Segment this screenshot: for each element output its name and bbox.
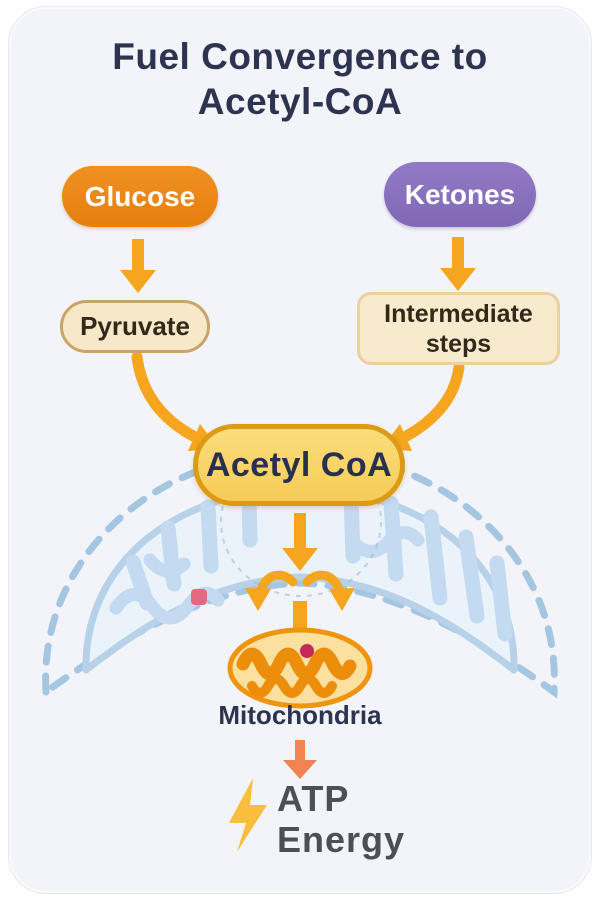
mitochondrion-granule: [300, 644, 314, 658]
arrow-glucose-to-pyruvate: [120, 239, 156, 293]
node-acetyl-coa-label: Acetyl CoA: [205, 445, 393, 484]
node-intermediate-steps-label: Intermediate steps: [384, 299, 533, 358]
membrane-granule: [191, 589, 207, 605]
page-title-line2: Acetyl-CoA: [197, 81, 403, 123]
cycle-arc-right: [302, 570, 345, 597]
mitochondrion-icon: [227, 627, 373, 709]
atp-line1: ATP: [277, 778, 350, 819]
node-pyruvate-label: Pyruvate: [80, 311, 190, 341]
atp-energy-label: ATP Energy: [277, 778, 406, 860]
node-ketones: Ketones: [384, 162, 536, 227]
arrow-acetyl-to-cycle: [282, 513, 318, 571]
atp-line2: Energy: [277, 818, 406, 860]
page-title-line1: Fuel Convergence to: [112, 36, 488, 77]
node-ketones-label: Ketones: [404, 178, 516, 210]
node-acetyl-coa: Acetyl CoA: [193, 424, 405, 506]
arrow-mitochondria-to-atp: [283, 740, 317, 779]
curve-intermediate-to-acetyl: [395, 361, 465, 445]
cycle-dashed-ring: [220, 447, 382, 597]
node-intermediate-steps: Intermediate steps: [357, 292, 560, 365]
arrow-ketones-to-intermediate: [440, 237, 476, 291]
curve-pyruvate-to-acetyl: [131, 351, 205, 445]
cycle-arrowhead-left: [245, 588, 271, 611]
outer-membrane-dashed-outline: [42, 447, 558, 699]
lightning-bolt-icon: [229, 778, 267, 852]
node-glucose-label: Glucose: [84, 180, 196, 212]
node-pyruvate: Pyruvate: [60, 300, 210, 353]
cycle-arc-left: [255, 570, 298, 597]
cycle-arrowhead-right: [329, 588, 355, 611]
node-glucose: Glucose: [62, 166, 218, 227]
page-title: Fuel Convergence to Acetyl-CoA: [0, 34, 600, 124]
mitochondria-label: Mitochondria: [218, 700, 382, 730]
